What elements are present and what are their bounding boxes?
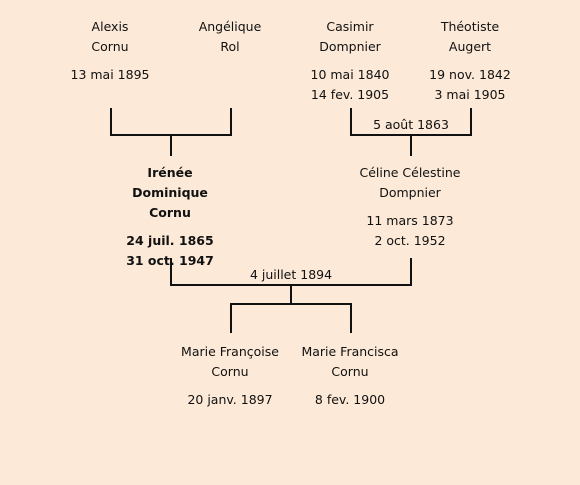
first-name: Théotiste [440,19,500,34]
person-angelique-rol: Angélique Rol [170,17,290,57]
birth-date: 10 mai 1840 [310,67,390,82]
birth-date: 11 mars 1873 [366,213,454,228]
first-name: Irénée Dominique [132,165,208,200]
death-date: 3 mai 1905 [434,87,506,102]
first-name: Alexis [91,19,129,34]
death-date: 13 mai 1895 [70,67,150,82]
person-casimir-dompnier: Casimir Dompnier 10 mai 1840 14 fev. 190… [290,17,410,105]
marriage-date-irenee-celine: 4 juillet 1894 [249,267,333,282]
person-marie-francisca-cornu: Marie Francisca Cornu 8 fev. 1900 [290,342,410,410]
birth-date: 19 nov. 1842 [429,67,511,82]
birth-date: 24 juil. 1865 [126,233,214,248]
last-name: Dompnier [319,39,381,54]
person-marie-francoise-cornu: Marie Françoise Cornu 20 janv. 1897 [170,342,290,410]
last-name: Augert [448,39,492,54]
death-date: 2 oct. 1952 [374,233,446,248]
first-name: Casimir [326,19,374,34]
person-celine-celestine-dompnier: Céline Célestine Dompnier 11 mars 1873 2… [350,163,470,251]
first-name: Marie Françoise [181,344,279,359]
first-name: Céline Célestine [359,165,461,180]
person-irenee-dominique-cornu: Irénée Dominique Cornu 24 juil. 1865 31 … [110,163,230,271]
birth-date: 8 fev. 1900 [314,392,386,407]
last-name: Dompnier [379,185,441,200]
first-name: Marie Francisca [301,344,399,359]
person-alexis-cornu: Alexis Cornu 13 mai 1895 [50,17,170,85]
last-name: Cornu [91,39,129,54]
birth-date: 20 janv. 1897 [187,392,273,407]
last-name: Cornu [211,364,249,379]
last-name: Rol [220,39,240,54]
last-name: Cornu [149,205,191,220]
death-date: 14 fev. 1905 [310,87,390,102]
first-name: Angélique [198,19,262,34]
marriage-date-casimir-theotiste: 5 août 1863 [373,117,449,132]
last-name: Cornu [331,364,369,379]
death-date: 31 oct. 1947 [126,253,214,268]
person-theotiste-augert: Théotiste Augert 19 nov. 1842 3 mai 1905 [410,17,530,105]
